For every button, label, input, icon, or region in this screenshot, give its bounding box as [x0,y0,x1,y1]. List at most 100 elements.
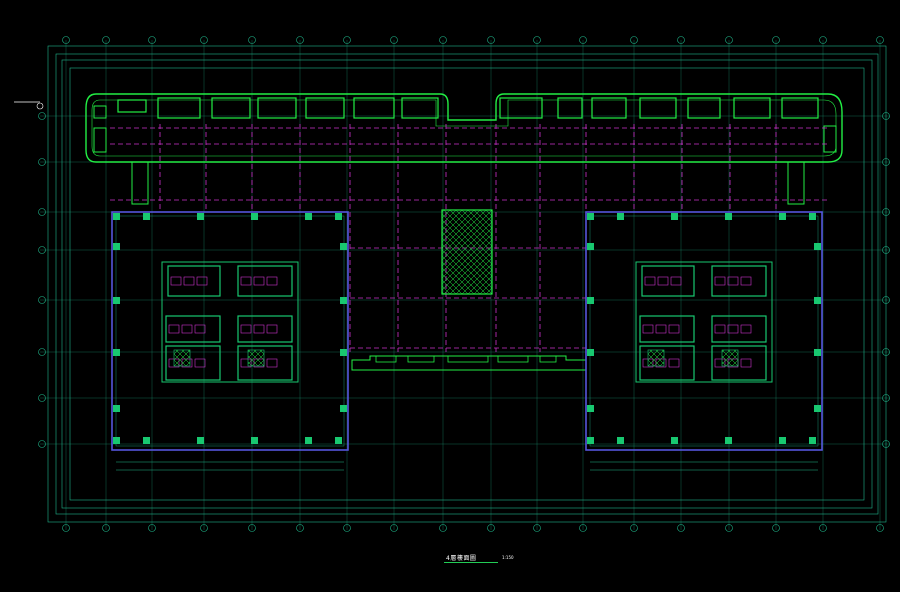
elevator-car [194,324,206,334]
core-cell [237,345,293,381]
column [335,213,342,220]
elevator-car [642,324,654,334]
top-room [211,97,251,119]
top-room [257,97,297,119]
strip-room [539,355,557,363]
axis-bubble-bottom [102,524,110,532]
strip-room [497,355,529,363]
elevator-car [655,324,667,334]
axis-bubble-right [882,246,890,254]
elevator-car [727,324,739,334]
elevator-car [657,276,669,286]
axis-bubble-right [882,394,890,402]
axis-bubble-left [38,296,46,304]
column [197,213,204,220]
core-cell [711,345,767,381]
axis-bubble-top [296,36,304,44]
elevator-car [266,276,278,286]
frame-line [61,59,873,509]
core-cell [641,265,695,297]
axis-bubble-top [148,36,156,44]
axis-bubble-bottom [62,524,70,532]
top-room [353,97,395,119]
elevator-car [727,276,739,286]
axis-bubble-top [102,36,110,44]
axis-bubble-left [38,440,46,448]
column [809,437,816,444]
elevator-car [670,276,682,286]
elevator-car [240,324,252,334]
frame-line [47,45,887,523]
column [340,297,347,304]
column [143,437,150,444]
caption-underline [444,562,498,563]
axis-bubble-top [677,36,685,44]
axis-bubble-bottom [200,524,208,532]
axis-bubble-bottom [533,524,541,532]
column [113,213,120,220]
elevator-car [240,276,252,286]
frame-line [55,53,879,515]
elevator-car [740,276,752,286]
top-room [499,97,543,119]
column [617,213,624,220]
elevator-car [168,324,180,334]
column [587,213,594,220]
upper-corridor-wall [85,93,843,163]
core-cell [639,315,695,343]
core-cell [167,265,221,297]
elevator-car [181,324,193,334]
core-cell [237,315,293,343]
stair-hatch [647,349,665,367]
top-room [557,97,583,119]
column [587,349,594,356]
axis-bubble-top [876,36,884,44]
top-room [687,97,721,119]
top-room [401,97,439,119]
corner-room [823,125,837,153]
axis-bubble-bottom [725,524,733,532]
axis-bubble-top [487,36,495,44]
column [809,213,816,220]
drawing-scale: 1:150 [502,555,514,560]
tower-slab-right [585,211,823,451]
core-cell [639,345,695,381]
strip-room [447,355,489,363]
axis-bubble-right [882,208,890,216]
axis-bubble-left [38,208,46,216]
column [113,405,120,412]
axis-bubble-bottom [579,524,587,532]
column [113,297,120,304]
column [671,213,678,220]
elevator-car [714,324,726,334]
core-right [635,261,773,383]
column [617,437,624,444]
column [251,213,258,220]
elevator-car [196,276,208,286]
column [340,349,347,356]
column [113,243,120,250]
axis-bubble-bottom [487,524,495,532]
elevator-car [253,276,265,286]
column [671,437,678,444]
top-room [639,97,677,119]
elevator-car [740,324,752,334]
column [779,213,786,220]
column [197,437,204,444]
column [251,437,258,444]
elevator-car [266,358,278,368]
column [587,297,594,304]
axis-bubble-right [882,296,890,304]
elevator-car [644,276,656,286]
top-room [117,99,147,113]
axis-bubble-left [38,394,46,402]
axis-bubble-bottom [343,524,351,532]
column [814,349,821,356]
axis-bubble-right [882,112,890,120]
column [814,243,821,250]
column [305,437,312,444]
plan-body [14,93,843,471]
stair-hatch [247,349,265,367]
elevator-car [194,358,206,368]
